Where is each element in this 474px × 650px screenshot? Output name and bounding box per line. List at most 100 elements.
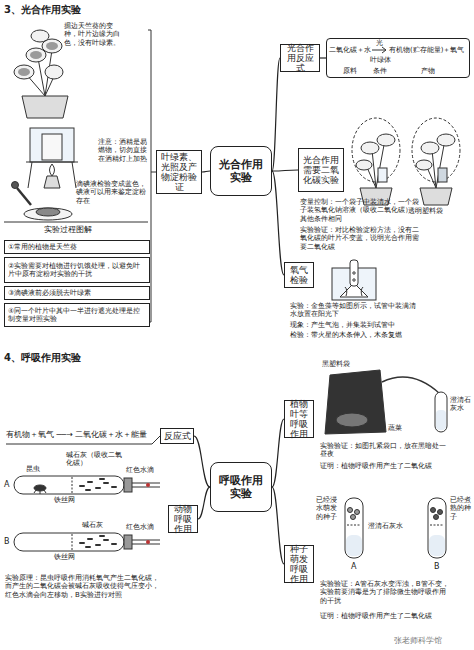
dropper-bulb: [12, 182, 19, 189]
annotation-text: 变量控制：一个袋子中装清水，一个袋子装氢氧化钠溶液（吸收二氧化碳），其他条件相同: [300, 198, 424, 223]
reaction-arrow: [372, 47, 386, 53]
section-heading: 3、光合作用实验: [4, 4, 204, 16]
note-box: ②实验需要对植物进行饥饿处理，以避免叶片中原有淀粉对实验的干扰: [4, 257, 150, 283]
watermark: 张老师科学馆: [394, 636, 474, 646]
annotation-text: 铁丝网: [54, 496, 94, 504]
equation-term: 光: [376, 39, 383, 47]
branch-box: 氧气检验: [284, 262, 314, 288]
node-text: 叶绿素、光照及产物淀粉验证: [159, 152, 199, 193]
node-text: 氧气检验: [287, 265, 311, 285]
topic-box: 呼吸作用实验: [210, 462, 272, 512]
note-box: ③滴碘液前必须脱去叶绿素: [4, 286, 150, 300]
annotation-text: 实验原理：昆虫呼吸作用消耗氧气产生二氧化碳，而产生的二氧化碳会被碱石灰吸收使得气…: [5, 574, 165, 599]
topic-box: 光合作用实验: [210, 146, 272, 196]
branch-connector: [202, 171, 210, 172]
lime-water: [346, 535, 362, 556]
seed-tubes: [345, 498, 446, 558]
seed: [431, 508, 436, 513]
branch-box: 植物叶等呼吸作用: [284, 400, 314, 438]
branch-connector: [272, 419, 284, 487]
equation-box: 二氧化碳＋水光叶绿体有机物(贮存能量)＋氧气原料条件产物: [326, 38, 470, 78]
leaf: [31, 30, 49, 42]
leaf-green-part: [30, 51, 42, 59]
annotation-text: 实验验证：A管石灰水变浑浊，B管不变，实验前要消毒是为了排除微生物呼吸作用的干扰: [320, 580, 450, 605]
tripod: [26, 162, 78, 188]
section-heading: 4、呼吸作用实验: [4, 352, 204, 364]
annotation-text: 注意：酒精是易燃物，切勿直接在酒精灯上加热: [98, 138, 150, 163]
glass-tube: [132, 540, 160, 544]
equation-term: 二氧化碳＋水: [329, 46, 371, 54]
node-text: 反应式: [164, 431, 191, 441]
branch-connector: [272, 170, 298, 171]
test-tube: [14, 476, 124, 494]
test-tube: [345, 498, 363, 558]
geranium-plant: [14, 30, 68, 118]
leaf: [42, 39, 62, 53]
annotation-text: 澄清石灰水: [368, 522, 424, 530]
leaf-green-part: [46, 42, 58, 50]
test-tube: [350, 260, 358, 286]
insect-legs: [34, 490, 46, 494]
bubble: [353, 279, 355, 281]
water-bath-apparatus: [26, 128, 78, 188]
leaf: [26, 48, 46, 62]
wire-mesh: [72, 477, 73, 493]
annotation-text: 昆虫: [26, 465, 56, 473]
dropper: [17, 188, 31, 205]
annotation-text: 证明：植物呼吸作用产生了二氧化碳: [320, 462, 446, 470]
gauze: [430, 525, 444, 526]
annotation-text: B: [4, 537, 14, 547]
beaker: [30, 128, 74, 162]
node-text: 种子萌发呼吸作用: [287, 544, 311, 585]
branch-box: 反应式: [160, 428, 194, 444]
node-text: ③滴碘液前必须脱去叶绿素: [8, 289, 91, 297]
annotation-text: 已经煮熟的种子: [450, 496, 472, 521]
branch-box: 光合作用需要二氧化碳实验: [298, 148, 344, 192]
node-text: 动物呼吸作用: [171, 504, 195, 535]
waterweed: [345, 287, 363, 296]
node-text: ①常用的植物是天竺葵: [8, 243, 77, 251]
branch-connector: [194, 436, 210, 487]
annotation-text: 铁丝网: [54, 553, 94, 561]
insect-tube-b: [14, 533, 160, 551]
red-drop: [146, 483, 150, 487]
insect-tube-a: [14, 476, 160, 494]
equation-term: 有机物(贮存能量)＋氧气: [389, 46, 464, 54]
branch-box: 种子萌发呼吸作用: [284, 545, 314, 583]
glass-tube: [132, 483, 160, 487]
beaker: [332, 268, 376, 300]
branch-box: 光合作用反应式: [280, 44, 320, 72]
annotation-text: 蔬菜: [388, 424, 418, 432]
annotation-text: 实验验证：如图扎紧袋口，放在黑暗处一昼夜: [320, 442, 446, 459]
node-text: 呼吸作用实验: [216, 474, 266, 500]
flower-pot: [22, 96, 68, 118]
branch-connector: [198, 487, 210, 519]
test-tube: [14, 533, 124, 551]
annotation-text: 有机物＋氧气 ──→ 二氧化碳＋水＋能量: [6, 430, 156, 440]
oxygen-apparatus: [332, 260, 376, 300]
alcohol-burner: [44, 176, 60, 188]
seed: [355, 510, 360, 515]
leaf: [361, 142, 379, 154]
annotation-text: 红色水滴: [126, 466, 166, 474]
lime-water: [429, 535, 445, 556]
annotation-text: 证明：植物呼吸作用产生了二氧化碳: [320, 612, 450, 620]
insect: [34, 485, 46, 491]
annotation-text: 碱石灰: [82, 521, 122, 529]
annotation-text: 已经浸水萌发的种子: [316, 496, 342, 521]
black-bag: [325, 370, 386, 434]
annotation-text: 红色水滴: [126, 523, 166, 531]
equation-term: 叶绿体: [370, 56, 391, 64]
branch-box: 动物呼吸作用: [168, 505, 198, 533]
annotation-text: 黑塑料袋: [322, 360, 382, 368]
red-drop: [146, 540, 150, 544]
note-box: ④同一个叶片中其中一半进行遮光处理是控制变量对照实验: [4, 303, 150, 327]
node-text: 光合作用实验: [216, 158, 266, 184]
seed: [434, 515, 439, 520]
wire-mesh: [72, 534, 73, 550]
leaf: [45, 65, 63, 79]
bubble: [353, 272, 355, 274]
soda-lime: [80, 536, 116, 547]
branch-box: 叶绿素、光照及产物淀粉验证: [156, 150, 202, 194]
branch-connector: [272, 171, 284, 275]
